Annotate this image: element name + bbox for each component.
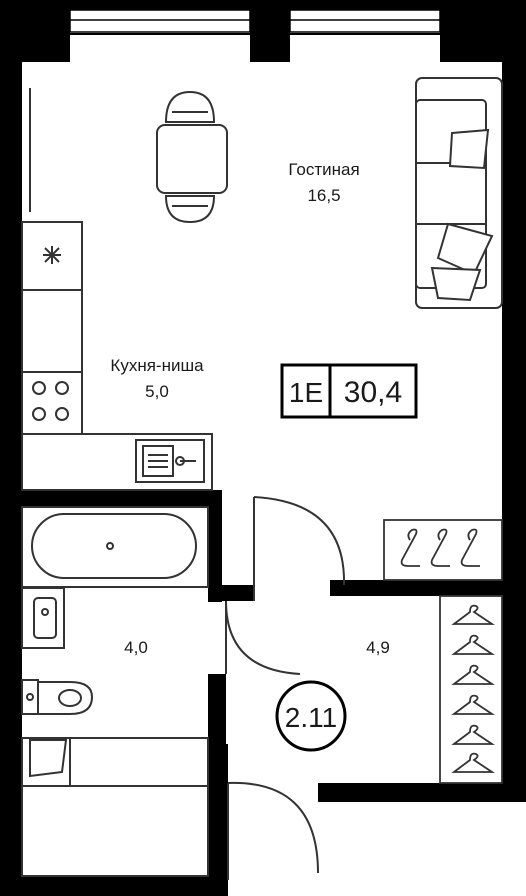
hall-area: 4,9 [366, 638, 390, 657]
hanger-icon [451, 694, 495, 715]
hanger-icon [451, 634, 495, 655]
apartment-badge: 1E 30,4 [280, 363, 418, 419]
hanger-icon [460, 528, 480, 567]
bathtub-icon [21, 506, 209, 588]
apartment-type-label: 1E [289, 377, 323, 408]
living-room-name: Гостиная [288, 160, 359, 179]
hanger-icon [451, 664, 495, 685]
sofa-icon [415, 77, 503, 309]
apartment-number-badge: 2.11 [275, 680, 347, 752]
toilet-icon [21, 679, 94, 715]
hanger-icon [451, 604, 495, 625]
windows [69, 9, 441, 33]
living-room-area: 16,5 [307, 186, 340, 205]
dining-table-icon [156, 90, 228, 224]
door-swings [225, 496, 346, 880]
kitchen-area: 5,0 [145, 382, 169, 401]
hanger-icon [451, 724, 495, 745]
laundry-cabinet-icon [21, 737, 209, 877]
apartment-number: 2.11 [285, 702, 337, 733]
apartment-total-area: 30,4 [344, 376, 402, 409]
bathroom-area: 4,0 [124, 638, 148, 657]
hanger-icons [400, 528, 495, 773]
hanger-icon [400, 528, 420, 567]
hanger-icon [451, 752, 495, 773]
kitchen-unit-icon [21, 221, 213, 491]
hanger-icon [430, 528, 450, 567]
kitchen-name: Кухня-ниша [110, 356, 204, 375]
washbasin-icon [21, 587, 65, 649]
